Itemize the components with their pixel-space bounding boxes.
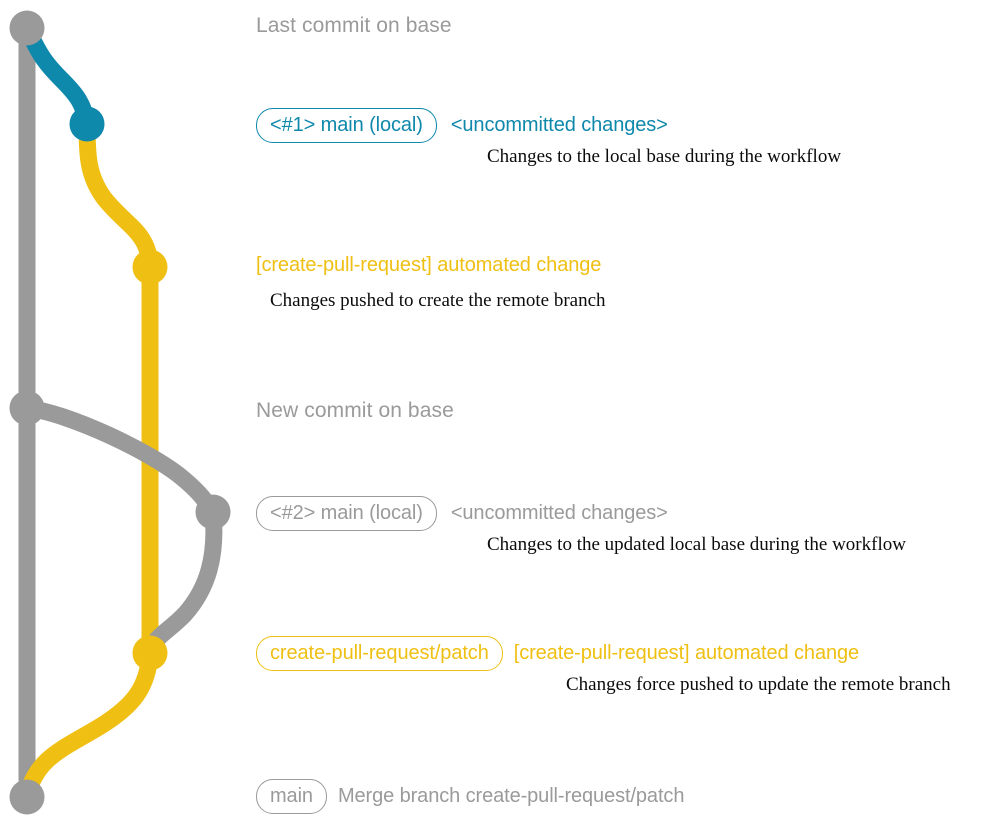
branch-badge-remote-patch[interactable]: create-pull-request/patch xyxy=(256,636,503,672)
branch-badge-local-1[interactable]: <#1> main (local) xyxy=(256,108,437,144)
commit-detail-remote-create: Changes pushed to create the remote bran… xyxy=(270,290,606,311)
row-remote-create: [create-pull-request] automated change xyxy=(256,254,601,277)
row-new-commit-on-base: New commit on base xyxy=(256,399,454,423)
commit-detail-local-2: Changes to the updated local base during… xyxy=(487,534,906,555)
commit-detail-local-1: Changes to the local base during the wor… xyxy=(487,146,842,167)
commit-dot-local-2[interactable] xyxy=(195,494,231,530)
spacer xyxy=(437,513,451,514)
commit-dot-base-new[interactable] xyxy=(9,390,45,426)
commit-message-remote-create: [create-pull-request] automated change xyxy=(256,254,602,276)
spacer xyxy=(503,653,514,654)
commit-dot-base-merge[interactable] xyxy=(9,779,45,815)
row-local-1: <#1> main (local) <uncommitted changes> xyxy=(256,108,668,144)
local-branch-line-2 xyxy=(18,399,222,521)
row-merge: main Merge branch create-pull-request/pa… xyxy=(256,779,685,815)
commit-dot-base-head[interactable] xyxy=(9,10,45,46)
commit-dot-remote-1[interactable] xyxy=(132,249,168,285)
row-last-commit-on-base: Last commit on base xyxy=(256,14,452,38)
commit-message-merge: Merge branch create-pull-request/patch xyxy=(337,785,685,808)
remote-branch-line-1 xyxy=(78,115,159,276)
row-local-2: <#2> main (local) <uncommitted changes> xyxy=(256,496,668,532)
spacer xyxy=(437,125,451,126)
merge-branch-line xyxy=(18,644,159,806)
commit-message-remote-patch: [create-pull-request] automated change xyxy=(513,642,860,665)
spacer xyxy=(327,796,338,797)
branch-badge-main[interactable]: main xyxy=(256,779,327,815)
row-remote-patch: create-pull-request/patch [create-pull-r… xyxy=(256,636,860,672)
commit-dot-remote-2[interactable] xyxy=(132,635,168,671)
commit-message-local-1: <uncommitted changes> xyxy=(450,114,668,137)
branch-badge-local-2[interactable]: <#2> main (local) xyxy=(256,496,437,532)
section-title-last-commit-on-base: Last commit on base xyxy=(256,14,452,37)
commit-message-local-2: <uncommitted changes> xyxy=(450,502,668,525)
commit-dot-local-1[interactable] xyxy=(69,106,105,142)
section-title-new-commit-on-base: New commit on base xyxy=(256,399,454,422)
commit-detail-remote-patch: Changes force pushed to update the remot… xyxy=(566,674,951,695)
